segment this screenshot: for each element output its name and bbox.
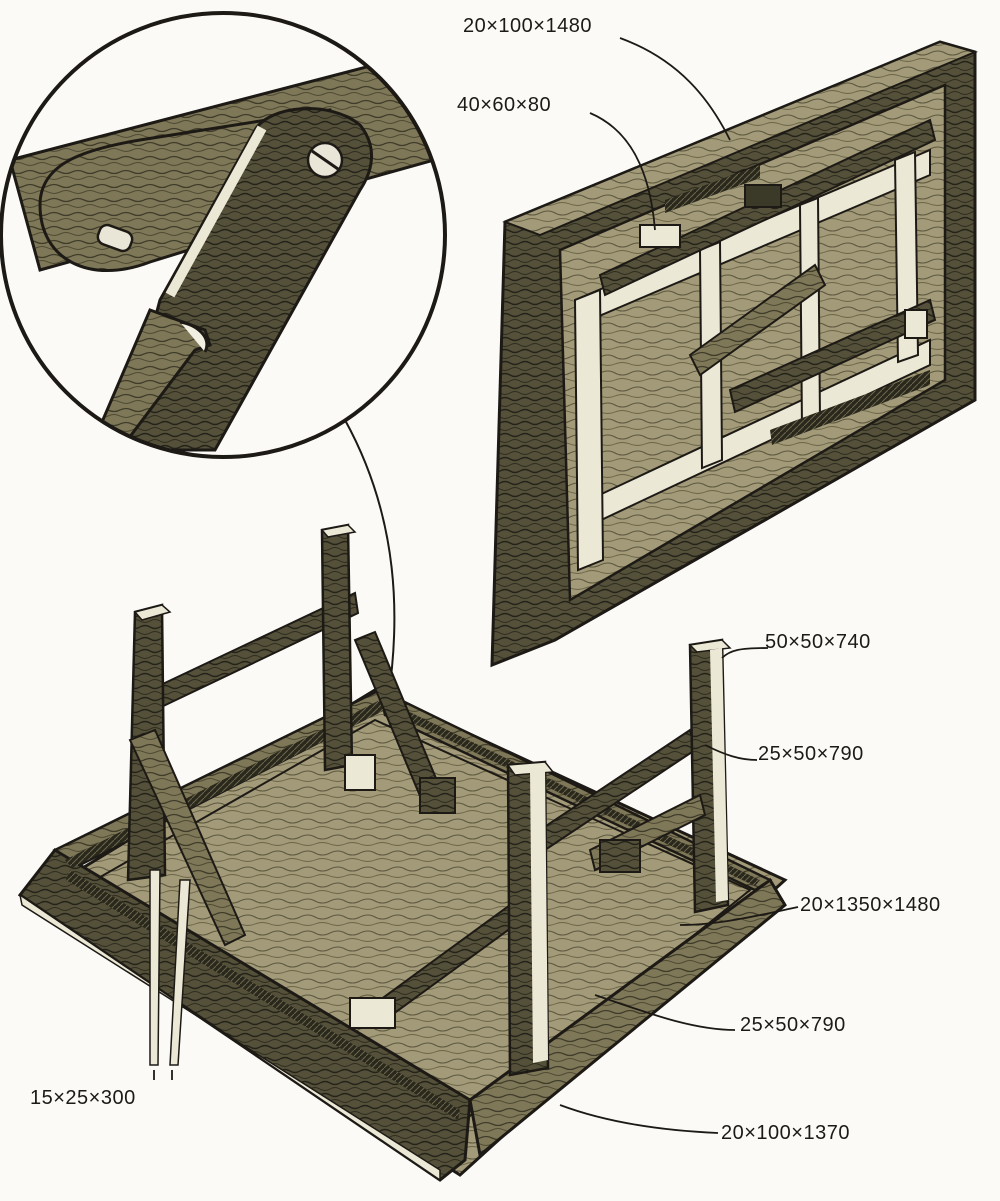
dimension-label-leg: 50×50×740 <box>765 631 871 653</box>
dimension-label-brace-strips: 15×25×300 <box>30 1087 136 1109</box>
hinge-detail-circle <box>0 11 447 459</box>
leader-lines <box>153 37 799 1134</box>
detail-arrow <box>344 419 396 701</box>
dimension-label-plywood-top: 20×1350×1480 <box>800 894 941 916</box>
dimension-label-apron: 20×100×1370 <box>721 1122 850 1144</box>
assembled-table <box>17 523 788 1182</box>
dimension-label-leg-rail-upper: 25×50×790 <box>758 743 864 765</box>
folded-tabletop <box>490 40 979 668</box>
dimension-label-leg-block: 40×60×80 <box>457 94 552 116</box>
dimension-label-tabletop-frame: 20×100×1480 <box>463 15 592 37</box>
dimension-label-leg-rail-lower: 25×50×790 <box>740 1014 846 1036</box>
